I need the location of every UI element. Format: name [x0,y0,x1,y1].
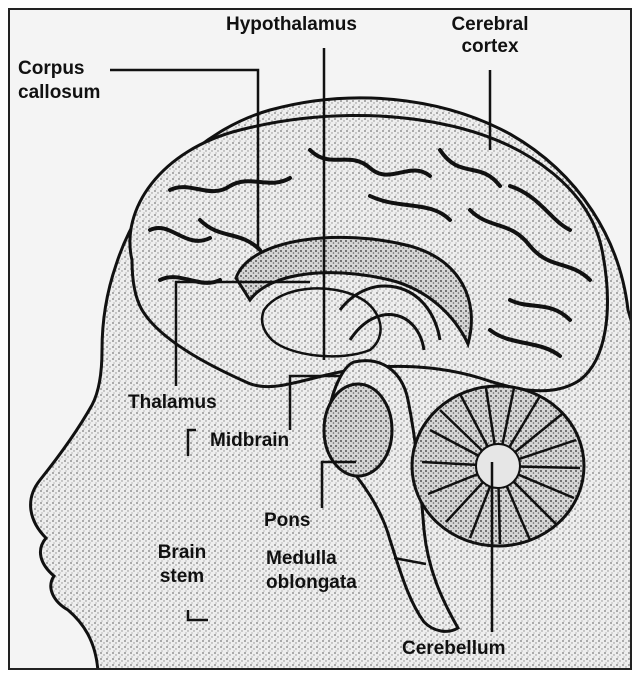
label-medulla-line1: Medulla [266,548,337,569]
cerebellum [412,386,584,546]
label-hypothalamus: Hypothalamus [226,14,357,35]
label-cerebellum: Cerebellum [402,638,505,659]
diagram-frame: Hypothalamus Cerebral cortex Corpus call… [8,8,632,670]
label-cerebral-cortex-line1: Cerebral [440,14,540,35]
brain-diagram-svg [10,10,632,670]
label-medulla-line2: oblongata [266,572,357,593]
label-midbrain: Midbrain [210,430,289,451]
label-brain-stem-line2: stem [146,566,218,587]
label-thalamus: Thalamus [128,392,217,413]
label-cerebral-cortex-line2: cortex [440,36,540,57]
thalamus [262,288,381,356]
label-corpus-callosum-line2: callosum [18,82,100,103]
label-brain-stem-line1: Brain [146,542,218,563]
label-pons: Pons [264,510,310,531]
label-corpus-callosum-line1: Corpus [18,58,85,79]
